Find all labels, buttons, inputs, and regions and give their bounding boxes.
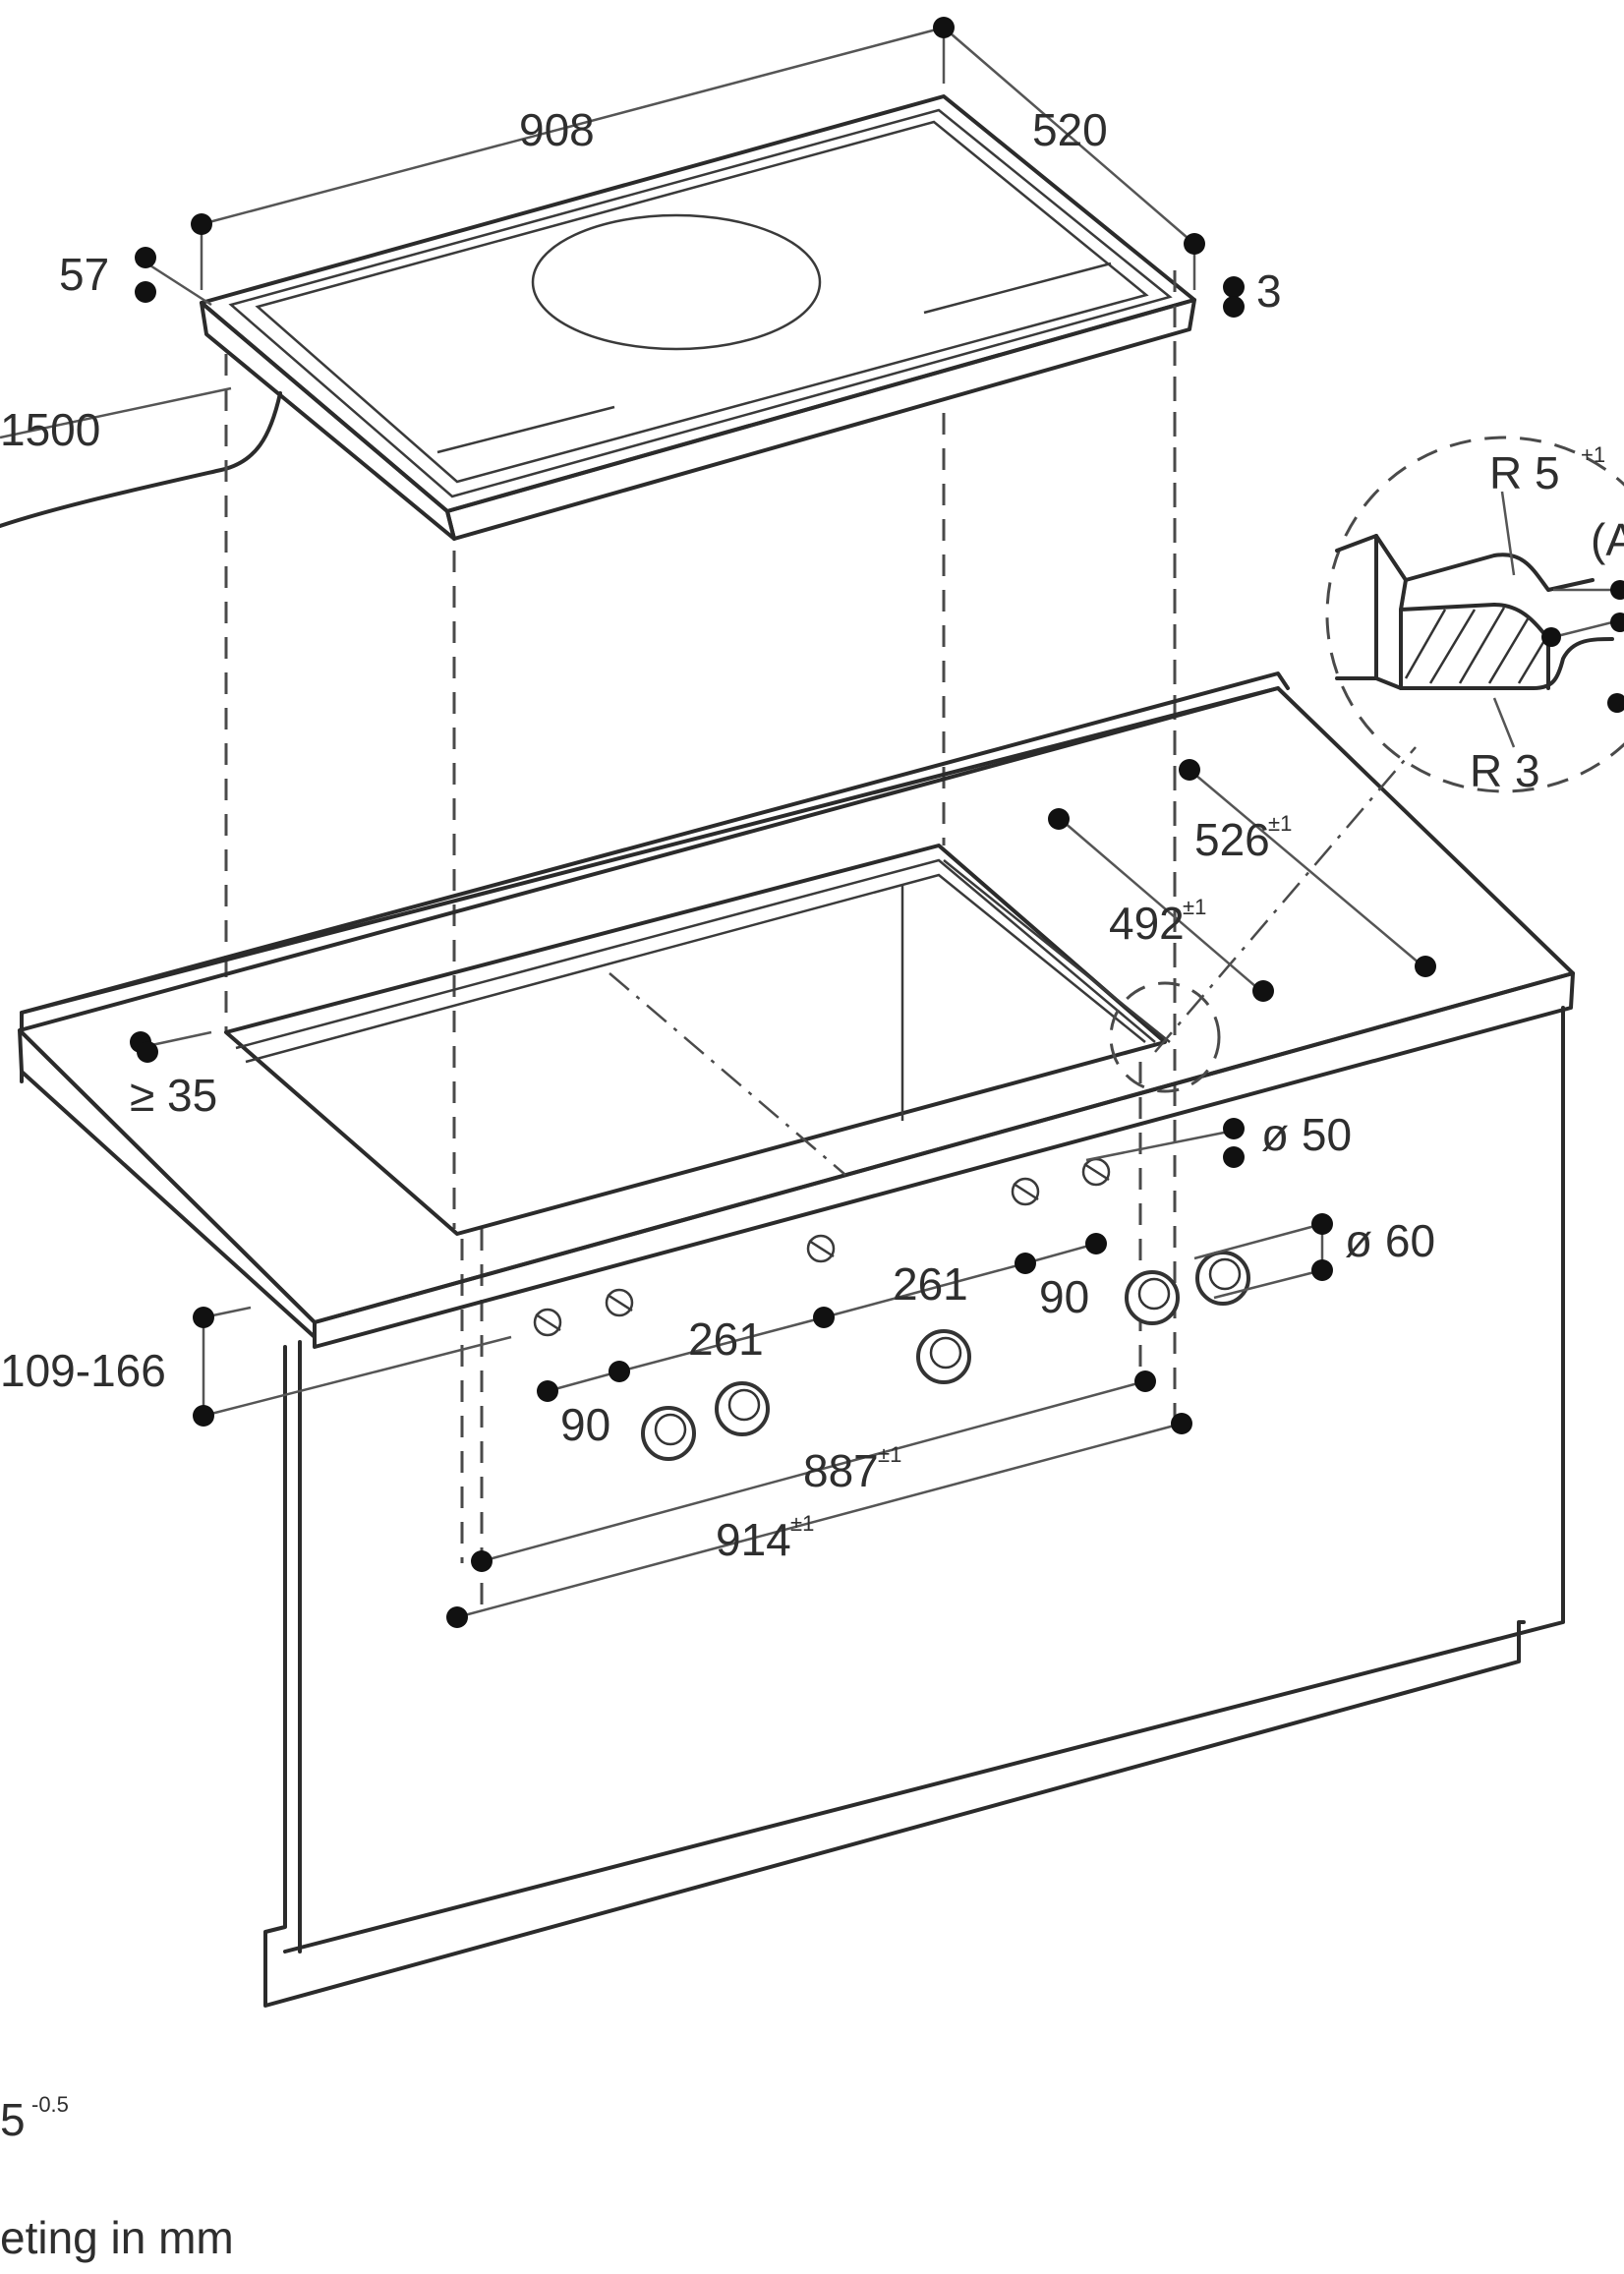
dimension-labels: 908 520 57 3 1500 ≥ 35 526 ±1 492 ±1 ø 5… (0, 104, 1624, 2263)
profile-hatch (1404, 607, 1547, 684)
label-min-35: ≥ 35 (130, 1070, 217, 1121)
label-914-tol: ±1 (790, 1511, 814, 1536)
label-57: 57 (59, 249, 109, 300)
label-492: 492 (1109, 898, 1185, 949)
label-90-left: 90 (560, 1399, 610, 1450)
control-knobs (533, 1157, 1250, 1461)
label-a: (A (1591, 514, 1624, 565)
label-526: 526 (1194, 814, 1270, 865)
footer-partial-value-tol: -0.5 (31, 2092, 69, 2117)
label-r3: R 3 (1470, 745, 1540, 796)
label-914: 914 (716, 1514, 791, 1565)
dimension-points (130, 17, 1436, 1628)
label-90-right: 90 (1039, 1271, 1089, 1322)
worktop-cutout (224, 844, 1167, 1236)
knob-4 (1125, 1270, 1180, 1325)
footer-partial-value: 5 (0, 2094, 26, 2145)
detail-marker (1109, 981, 1221, 1093)
label-887: 887 (803, 1445, 879, 1496)
power-cable (0, 391, 282, 528)
label-109-166: 109-166 (0, 1345, 166, 1396)
label-r5: R 5 (1489, 447, 1560, 498)
dimension-lines (0, 26, 1426, 1619)
label-r5-tol: +1 (1581, 442, 1605, 467)
cabinet (20, 1006, 1565, 2008)
cooktop (0, 94, 1196, 541)
worktop (18, 671, 1575, 1349)
cooking-zone-ring (531, 213, 822, 351)
label-908: 908 (519, 104, 595, 155)
label-526-tol: ±1 (1268, 811, 1292, 836)
knob-2 (715, 1381, 770, 1436)
label-3: 3 (1256, 265, 1282, 317)
label-1500: 1500 (0, 404, 100, 455)
edge-profile-detail (1325, 436, 1624, 793)
label-hole-50: ø 50 (1261, 1109, 1352, 1160)
label-hole-60: ø 60 (1345, 1215, 1435, 1266)
knob-3 (916, 1329, 971, 1384)
label-492-tol: ±1 (1183, 895, 1206, 919)
knob-1 (641, 1406, 696, 1461)
label-261-right: 261 (893, 1258, 968, 1310)
label-261-left: 261 (688, 1313, 764, 1365)
label-520: 520 (1032, 104, 1108, 155)
label-887-tol: ±1 (878, 1442, 901, 1467)
footer-note: eting in mm (0, 2212, 234, 2263)
knob-5 (1195, 1251, 1250, 1306)
